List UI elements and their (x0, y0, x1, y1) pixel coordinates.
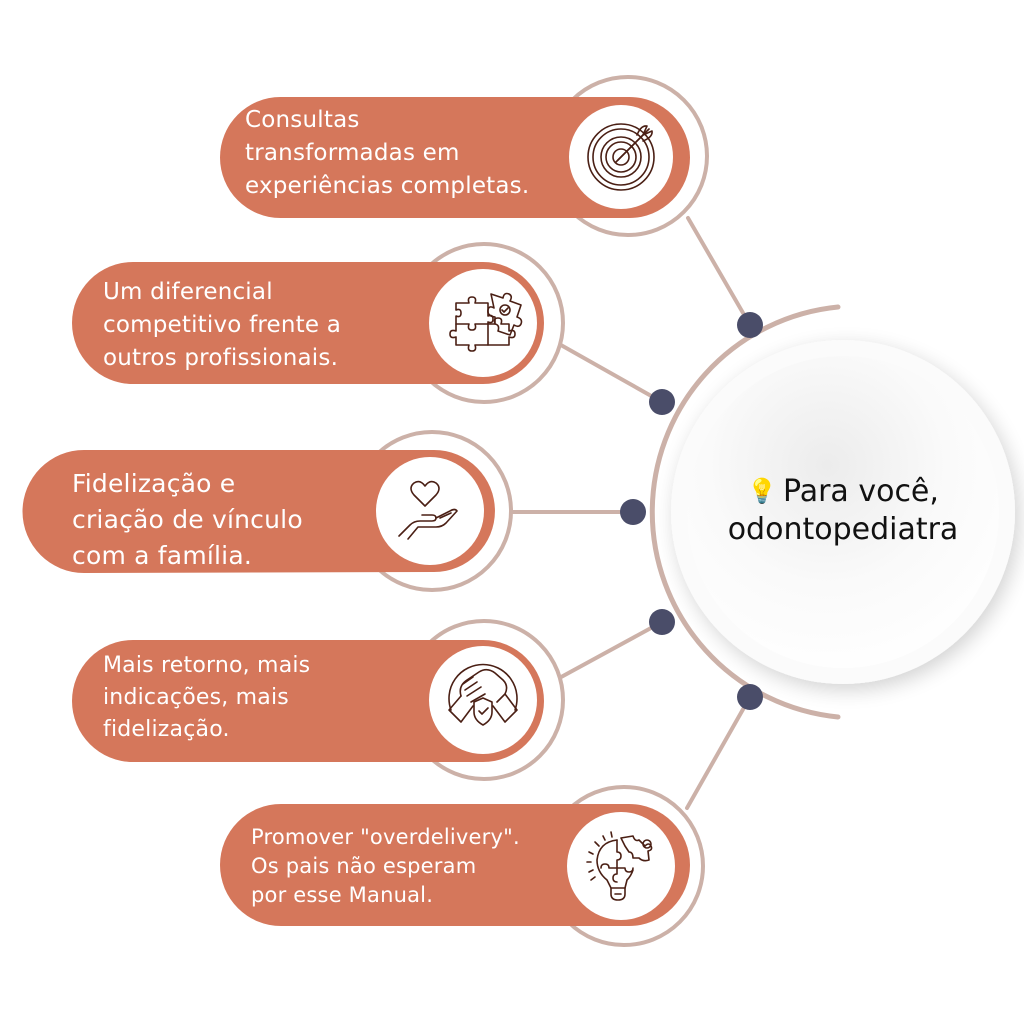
arc-node-5 (737, 684, 763, 710)
item-pill-5 (220, 804, 690, 926)
connector-lines (510, 216, 752, 810)
item-text-1: Consultas transformadas em experiências … (245, 107, 530, 199)
connector-line-5 (685, 695, 752, 810)
item-text-4: Mais retorno, mais indicações, mais fide… (103, 653, 311, 742)
icon-disc-2 (429, 269, 537, 377)
connector-line-4 (550, 620, 664, 684)
icon-disc-5 (567, 812, 675, 920)
icon-disc-3 (376, 457, 484, 565)
center-title-line-1: Para você, (782, 474, 939, 509)
item-text-3: Fidelização e criação de vínculo com a f… (72, 469, 303, 570)
connector-line-1 (686, 216, 752, 327)
handshake-shield-icon (448, 663, 518, 726)
item-pill-2 (72, 262, 544, 384)
puzzle-icon (449, 292, 523, 352)
arc-node-3 (620, 499, 646, 525)
icon-disc-4 (429, 646, 537, 754)
arc-node-4 (649, 609, 675, 635)
arc-node-1 (737, 312, 763, 338)
arc-node-2 (649, 389, 675, 415)
item-pill-1 (220, 97, 690, 218)
item-pills (22, 97, 690, 926)
arc-nodes (620, 312, 763, 710)
center-title-line-2: odontopediatra (727, 512, 959, 547)
center-circle (671, 340, 1015, 684)
item-text-5: Promover "overdelivery". Os pais não esp… (251, 825, 520, 907)
item-text-2: Um diferencial competitivo frente a outr… (103, 279, 342, 371)
connector-line-2 (550, 338, 664, 404)
center-title: 💡Para você, odontopediatra (680, 472, 1006, 549)
heart-hand-icon (398, 480, 458, 540)
lightbulb-icon: 💡 (747, 477, 777, 505)
item-pill-4 (72, 640, 544, 762)
target-icon (587, 123, 655, 191)
item-pill-3 (22, 450, 495, 573)
lightbulb-puzzle-icon (586, 831, 653, 901)
